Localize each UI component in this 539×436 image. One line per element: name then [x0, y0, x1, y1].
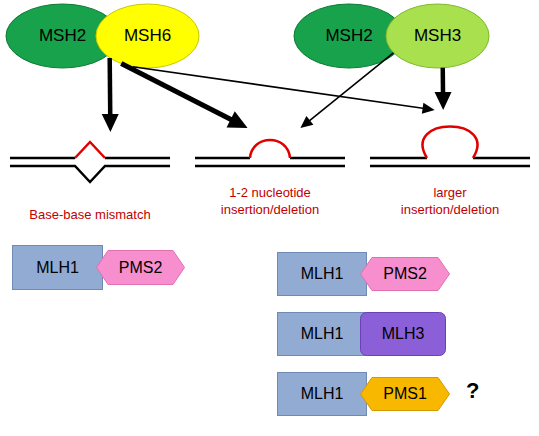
arrow-head	[227, 111, 248, 128]
arrow-line	[133, 67, 425, 109]
mismatch-type: 1-2 nucleotide insertion/deletion	[190, 128, 350, 222]
mismatch-type: Base-base mismatch	[5, 132, 175, 222]
binding-arrow	[300, 53, 393, 128]
arrow-head	[102, 114, 119, 132]
binding-arrow	[435, 68, 452, 110]
binding-arrow	[121, 64, 247, 128]
protein-name: MLH3	[360, 312, 446, 356]
arrow-line	[441, 68, 446, 94]
protein-box: MLH1	[277, 372, 367, 416]
arrow-head	[422, 103, 435, 114]
arrow-line	[107, 58, 112, 116]
protein-box: MLH1	[277, 312, 367, 356]
protein-ellipse: MSH6	[95, 3, 200, 69]
protein-name: MLH1	[12, 245, 103, 290]
protein-box: PMS1	[360, 377, 450, 411]
question-mark: ?	[466, 378, 479, 404]
protein-box: PMS2	[96, 250, 185, 285]
arrow-head	[300, 116, 313, 128]
protein-name: MLH1	[277, 372, 367, 416]
mismatch-label: larger insertion/deletion	[385, 184, 515, 218]
arrow-line	[121, 64, 232, 121]
protein-box: MLH3	[360, 312, 446, 356]
protein-name: MLH1	[277, 312, 367, 356]
binding-arrow	[133, 67, 435, 114]
mismatch-label: Base-base mismatch	[5, 206, 175, 223]
protein-box: PMS2	[360, 257, 450, 291]
protein-box: MLH1	[277, 252, 367, 296]
mismatch-type: larger insertion/deletion	[365, 110, 535, 222]
protein-box: MLH1	[12, 245, 103, 290]
protein-name: MSH3	[385, 3, 490, 69]
binding-arrow	[102, 58, 119, 132]
arrow-line	[308, 53, 393, 122]
protein-name: MLH1	[277, 252, 367, 296]
protein-name: MSH6	[95, 3, 200, 69]
arrow-head	[435, 92, 452, 110]
protein-ellipse: MSH3	[385, 3, 490, 69]
protein-name: PMS2	[96, 250, 185, 285]
mismatch-label: 1-2 nucleotide insertion/deletion	[208, 184, 332, 218]
protein-name: PMS2	[360, 257, 450, 291]
protein-name: PMS1	[360, 377, 450, 411]
